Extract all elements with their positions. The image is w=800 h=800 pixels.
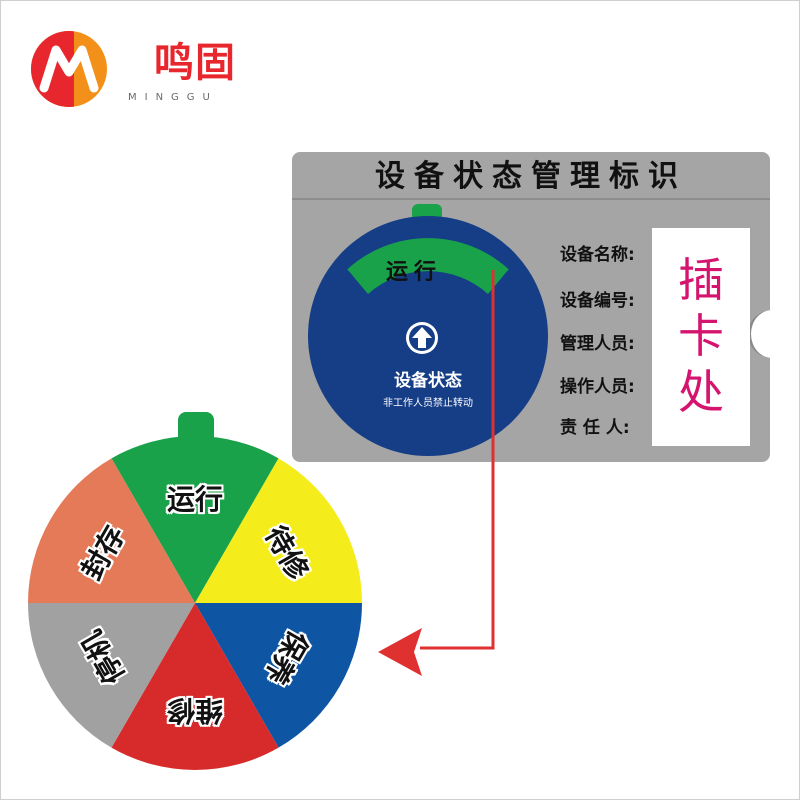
field-responsible: 责 任 人: (560, 418, 630, 438)
card-insert-slot[interactable]: 插卡处 (652, 228, 750, 446)
brand-name: 鸣固 (154, 40, 236, 86)
card-title-divider (292, 198, 770, 200)
wheel-segment-pending-repair (195, 458, 362, 603)
insert-text: 插卡处 (678, 253, 724, 419)
card-title: 设备状态管理标识 (375, 159, 687, 194)
wheel-segment-sealed (28, 458, 195, 603)
brand-subname: MINGGU (128, 92, 218, 103)
insert-label: 插卡处 (652, 252, 750, 420)
minggu-logo-mark (31, 31, 107, 107)
field-device-name: 设备名称: (560, 245, 635, 265)
status-window-shape (347, 238, 509, 294)
wheel-segment-maintenance (195, 603, 362, 748)
card-slot-notch (748, 310, 781, 358)
wheel-segment-shutdown (28, 603, 195, 748)
disc-current-status: 运行 (386, 260, 443, 285)
up-arrow-icon (406, 322, 438, 354)
disc-warning: 非工作人员禁止转动 (383, 398, 473, 409)
brand-logo: 鸣固 MINGGU (28, 22, 268, 112)
disc-title: 设备状态 (394, 371, 462, 391)
wheel-segment-run (111, 436, 279, 603)
field-manager: 管理人员: (560, 334, 635, 354)
wheel-segment-repair (111, 603, 279, 770)
field-device-number: 设备编号: (560, 291, 635, 311)
status-window (347, 238, 509, 294)
field-operator: 操作人员: (560, 377, 635, 397)
wheel-label-run: 运行 (166, 483, 223, 517)
status-wheel[interactable] (28, 436, 362, 770)
